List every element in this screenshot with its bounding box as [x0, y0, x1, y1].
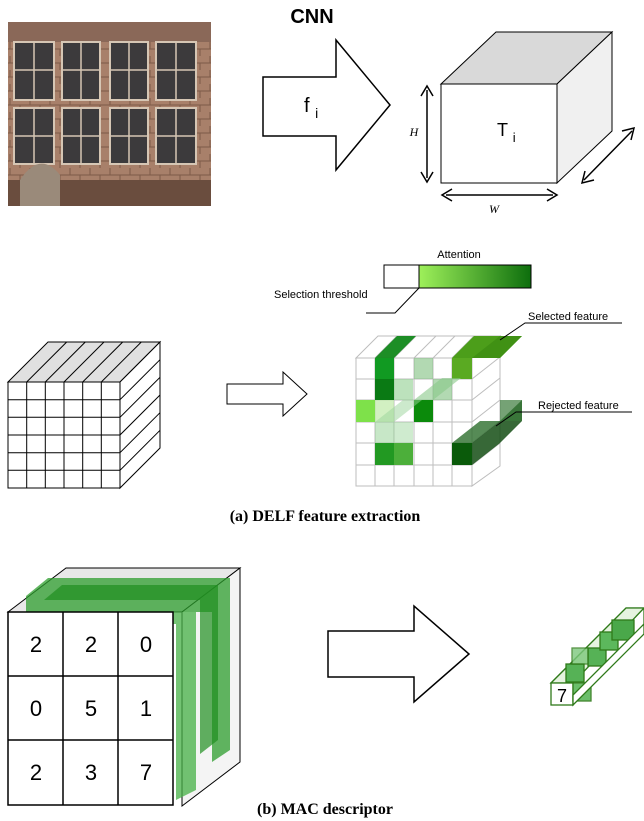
cnn-arrow — [262, 37, 391, 173]
mac-result-value: 7 — [557, 686, 567, 706]
mac-cell-5: 1 — [140, 696, 152, 721]
mac-cell-1: 2 — [85, 632, 97, 657]
depth-arrow — [580, 126, 636, 185]
width-label: W — [489, 202, 500, 216]
rejected-label: Rejected feature — [538, 400, 619, 412]
caption-mac: (b) MAC descriptor — [257, 801, 393, 818]
mac-cell-4: 5 — [85, 696, 97, 721]
selected-label: Selected feature — [528, 311, 608, 323]
attention-label: Attention — [437, 249, 480, 261]
cnn-label: CNN — [290, 6, 333, 28]
attention-bar — [383, 264, 532, 289]
building-photo — [8, 22, 211, 206]
arrow-label-base: f — [304, 95, 310, 117]
mac-cube — [6, 566, 242, 808]
mac-cell-3: 0 — [30, 696, 42, 721]
mac-cell-0: 2 — [30, 632, 42, 657]
rejected-leader — [495, 411, 632, 427]
height-arrow — [420, 84, 434, 184]
feature-tensor-cube — [439, 30, 614, 185]
width-arrow — [440, 188, 559, 202]
threshold-label: Selection threshold — [274, 289, 368, 301]
tensor-label-sub: i — [513, 130, 516, 145]
arrow-label-sub: i — [315, 105, 318, 121]
mac-cell-2: 0 — [140, 632, 152, 657]
mac-cell-6: 2 — [30, 760, 42, 785]
arrow-label: f i — [304, 95, 318, 121]
tensor-label-base: T — [497, 120, 508, 140]
tensor-label: T i — [497, 120, 516, 145]
mac-cell-7: 3 — [85, 760, 97, 785]
mac-grid — [7, 611, 174, 806]
attention-cube — [354, 334, 522, 487]
feature-grid-cube — [6, 340, 162, 490]
caption-delf: (a) DELF feature extraction — [230, 508, 421, 525]
extraction-arrow — [226, 370, 308, 418]
selected-leader — [499, 322, 622, 341]
pooling-arrow — [327, 604, 471, 704]
mac-cell-8: 7 — [140, 760, 152, 785]
threshold-leader — [366, 287, 420, 314]
mac-descriptor-column — [549, 607, 644, 707]
height-label: H — [409, 125, 420, 139]
